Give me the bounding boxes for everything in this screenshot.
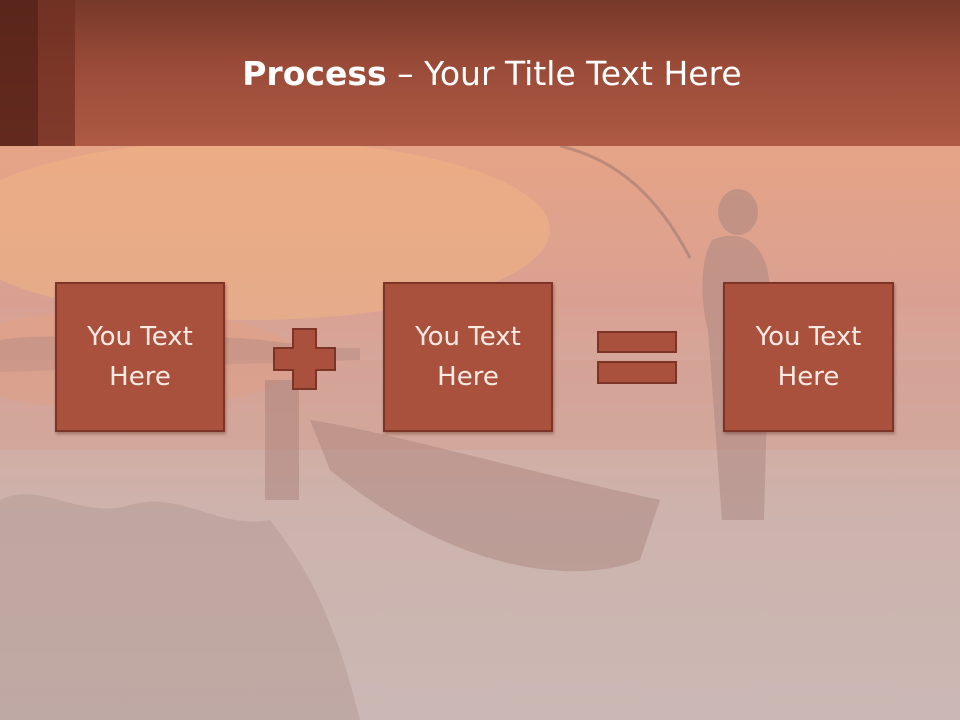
process-box-line: Here [437,362,499,392]
process-box-line: Here [109,362,171,392]
process-box-line: Here [777,362,840,392]
title-bold: Process [242,54,387,93]
plus-icon [273,328,336,390]
process-box-1[interactable]: You Text Here [55,282,225,432]
title-rest: – Your Title Text Here [386,54,742,93]
title-header [0,0,960,146]
process-box-text: You Text Here [403,317,533,397]
process-box-text: You Text Here [75,317,205,397]
process-box-line: You Text [415,322,521,352]
process-box-2[interactable]: You Text Here [383,282,553,432]
process-box-line: You Text [87,322,193,352]
process-box-text: You Text Here [744,317,874,397]
process-box-line: You Text [755,322,862,352]
header-accent-bar-2 [38,0,75,146]
process-box-3[interactable]: You Text Here [723,282,894,432]
header-accent-bar [0,0,38,146]
slide-title: Process – Your Title Text Here [0,52,960,96]
equals-icon [597,331,677,384]
